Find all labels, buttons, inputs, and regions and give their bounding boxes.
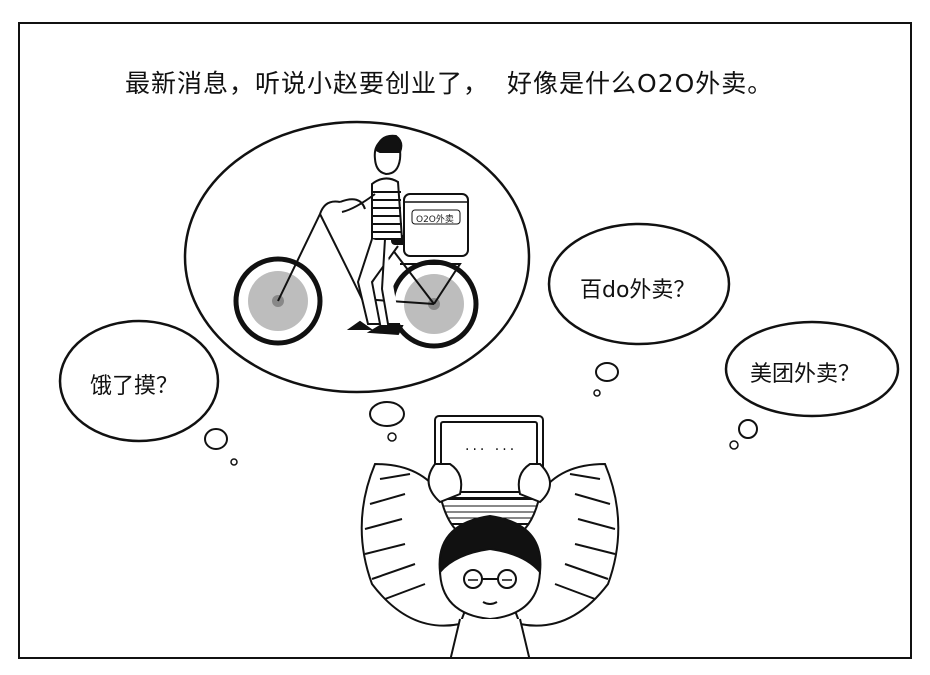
comic-panel: 最新消息，听说小赵要创业了， 好像是什么O2O外卖。 — [18, 22, 912, 659]
dream-bubble — [183, 120, 531, 394]
delivery-box-label: O2O外卖 — [416, 215, 454, 225]
delivery-box — [403, 193, 469, 257]
rider-drawing — [341, 134, 404, 336]
bubble-right-top — [547, 222, 731, 346]
bubble-left — [58, 319, 220, 443]
caption-part-1: 最新消息，听说小赵要创业了， — [125, 69, 490, 98]
bubble-text-left: 饿了摸？ — [90, 374, 179, 399]
bubble-right-bottom — [724, 320, 900, 418]
thought-dot-large — [369, 401, 405, 427]
caption-text: 最新消息，听说小赵要创业了， 好像是什么O2O外卖。 — [125, 64, 791, 100]
caption-part-2: 好像是什么O2O外卖。 — [507, 69, 774, 98]
character-head — [438, 514, 542, 657]
laptop-screen-dots: ··· ··· — [465, 442, 518, 458]
bubble-text-right-bottom: 美团外卖？ — [750, 362, 861, 387]
bubble-text-right-top: 百do外卖？ — [580, 278, 696, 303]
comic-illustration — [58, 120, 900, 657]
thought-dot-small — [387, 432, 397, 442]
